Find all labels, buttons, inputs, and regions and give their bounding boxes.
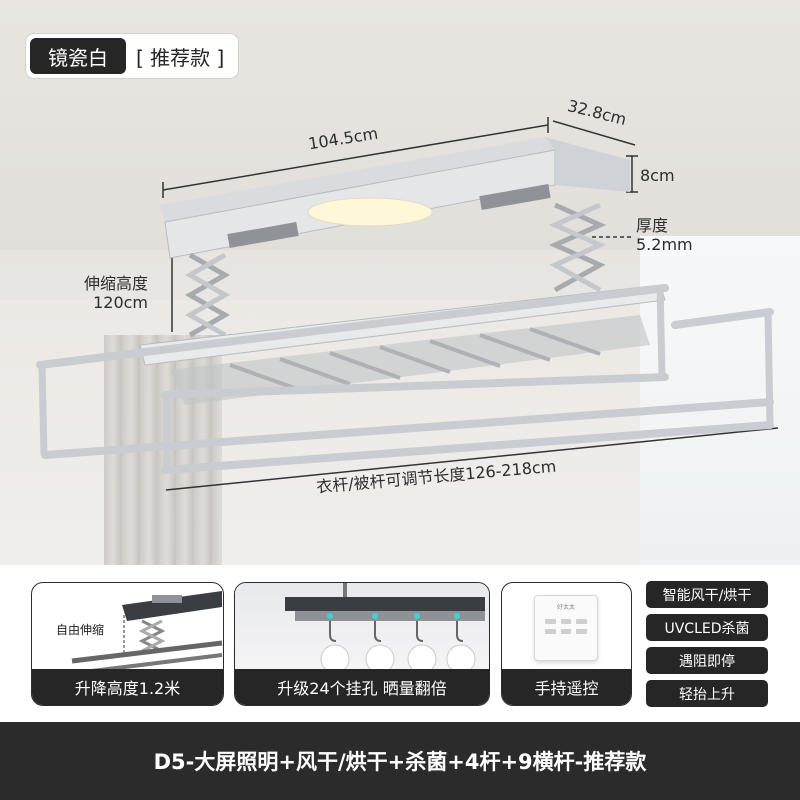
crossbars — [170, 315, 650, 405]
width-dimension-line — [162, 124, 549, 191]
thickness-label: 厚度 5.2mm — [636, 216, 693, 254]
rod-end-frames — [38, 284, 774, 470]
spec-selector[interactable]: 镜瓷白 [ 推荐款 ] — [26, 34, 239, 78]
thickness-title: 厚度 — [636, 216, 669, 235]
depth-dimension-line — [552, 120, 636, 146]
free-extend-label: 自由伸缩 — [56, 623, 105, 637]
main-unit-side — [545, 137, 630, 192]
product-title-banner: D5-大屏照明+风干/烘干+杀菌+4杆+9横杆-推荐款 — [0, 722, 800, 800]
product-hero-image: 镜瓷白 [ 推荐款 ] 104.5cm 32.8cm 8cm 厚度 5.2mm … — [0, 0, 800, 565]
tag-uvc-sterilize: UVCLED杀菌 — [646, 614, 768, 641]
feature-caption-remote: 手持遥控 — [502, 669, 631, 705]
rod-length-dimension-line — [165, 427, 779, 491]
feature-card-remote: 好太太 手持遥控 — [501, 582, 632, 706]
tag-obstacle-stop: 遇阻即停 — [646, 647, 768, 674]
feature-caption-lift: 升降高度1.2米 — [32, 669, 223, 705]
remote-control: 好太太 — [534, 595, 598, 661]
feature-image-lift: 自由伸缩 — [32, 583, 223, 673]
main-unit-top — [160, 137, 555, 222]
vent-right — [479, 184, 551, 210]
feature-card-hooks: 升级24个挂孔 晒量翻倍 — [234, 582, 490, 706]
thickness-value: 5.2mm — [636, 235, 693, 255]
lift-label: 伸缩高度 120cm — [84, 274, 148, 312]
lift-title: 伸缩高度 — [84, 274, 149, 293]
tag-smart-dry: 智能风干/烘干 — [646, 581, 768, 608]
feature-image-remote: 好太太 — [502, 583, 631, 669]
crossbar-lines — [229, 327, 601, 392]
vent-left — [227, 222, 299, 248]
lift-value: 120cm — [93, 293, 149, 313]
remote-brand: 好太太 — [556, 604, 575, 611]
feature-tag-list: 智能风干/烘干 UVCLED杀菌 遇阻即停 轻抬上升 — [646, 581, 768, 713]
scissor-arm-left — [184, 252, 231, 338]
led-light-panel — [307, 197, 433, 227]
tag-light-lift: 轻抬上升 — [646, 680, 768, 707]
scissor-arm-right — [548, 202, 607, 293]
spec-option-selected[interactable]: 镜瓷白 — [30, 38, 126, 74]
spec-option-recommended[interactable]: [ 推荐款 ] — [136, 45, 225, 70]
drying-rack-illustration — [36, 117, 779, 491]
feature-image-hooks — [235, 583, 489, 674]
feature-card-lift: 自由伸缩 升降高度1.2米 — [31, 582, 224, 706]
height-label: 8cm — [640, 166, 675, 185]
feature-caption-hooks: 升级24个挂孔 晒量翻倍 — [235, 669, 489, 705]
